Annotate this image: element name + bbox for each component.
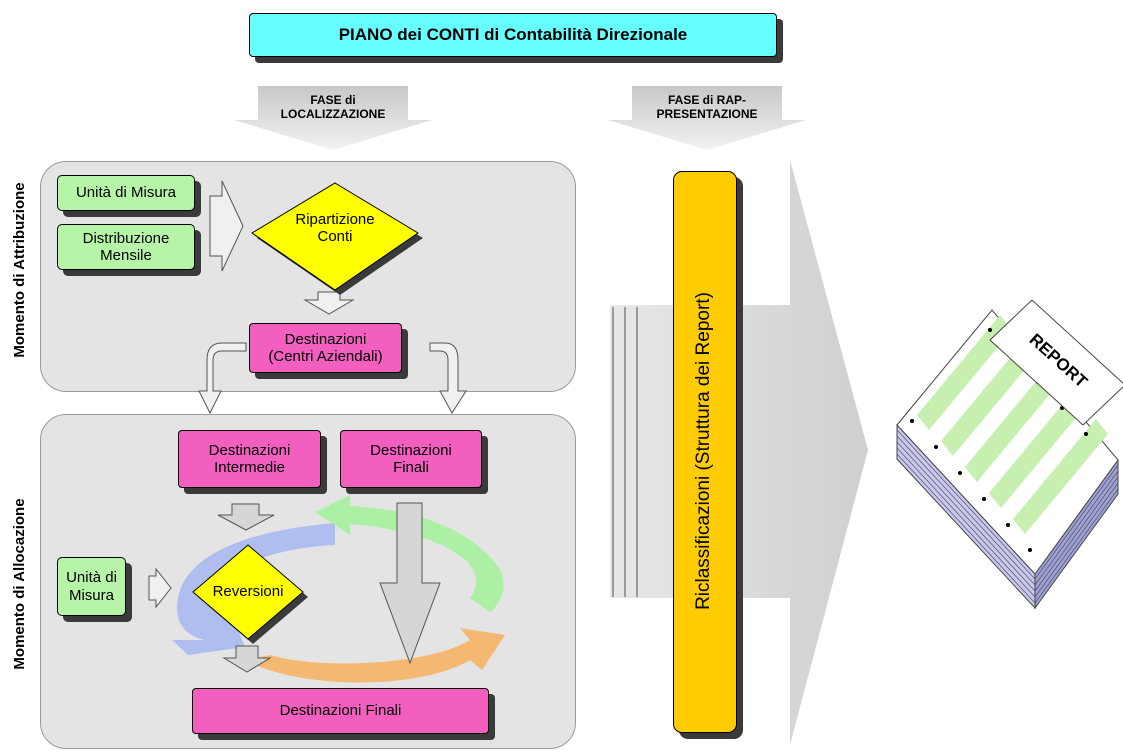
reversioni-label: Reversioni	[212, 583, 284, 601]
arrow-to-reversioni-right	[148, 567, 172, 609]
riclassificazioni-bar	[673, 171, 737, 733]
bent-arrow-left	[198, 342, 247, 415]
phase-arrow-rappresentazione	[608, 86, 806, 150]
bent-arrow-right	[429, 342, 467, 414]
reversioni-diamond	[192, 544, 304, 640]
destinazioni-intermedie-box: Destinazioni Intermedie	[178, 430, 321, 488]
ripartizione-conti-label: Ripartizione Conti	[295, 210, 375, 245]
destinazioni-finali-bottom-box: Destinazioni Finali	[192, 688, 489, 734]
arrow-finali-down	[379, 502, 441, 665]
phase-rappresentazione-label: FASE di RAP- PRESENTAZIONE	[656, 93, 758, 121]
unita-misura-box: Unità di Misura	[57, 175, 195, 211]
arrow-to-reversioni	[217, 503, 275, 531]
destinazioni-finali-top-box: Destinazioni Finali	[340, 430, 482, 488]
ripartizione-diamond	[251, 182, 419, 291]
cycle-arrows	[172, 495, 505, 683]
report-stack	[896, 299, 1123, 610]
arrow-to-finali-bottom	[222, 645, 272, 673]
destinazioni-centri-box: Destinazioni (Centri Aziendali)	[249, 323, 402, 373]
phase-localizzazione-label: FASE di LOCALIZZAZIONE	[280, 93, 386, 121]
phase-arrow-localizzazione	[234, 86, 432, 150]
page-title: PIANO dei CONTI di Contabilità Direziona…	[249, 13, 777, 57]
flow-arrow-to-ripartizione	[209, 180, 244, 272]
unita-misura-alloc-box: Unità di Misura	[57, 557, 126, 616]
distribuzione-mensile-box: Distribuzione Mensile	[57, 224, 195, 270]
